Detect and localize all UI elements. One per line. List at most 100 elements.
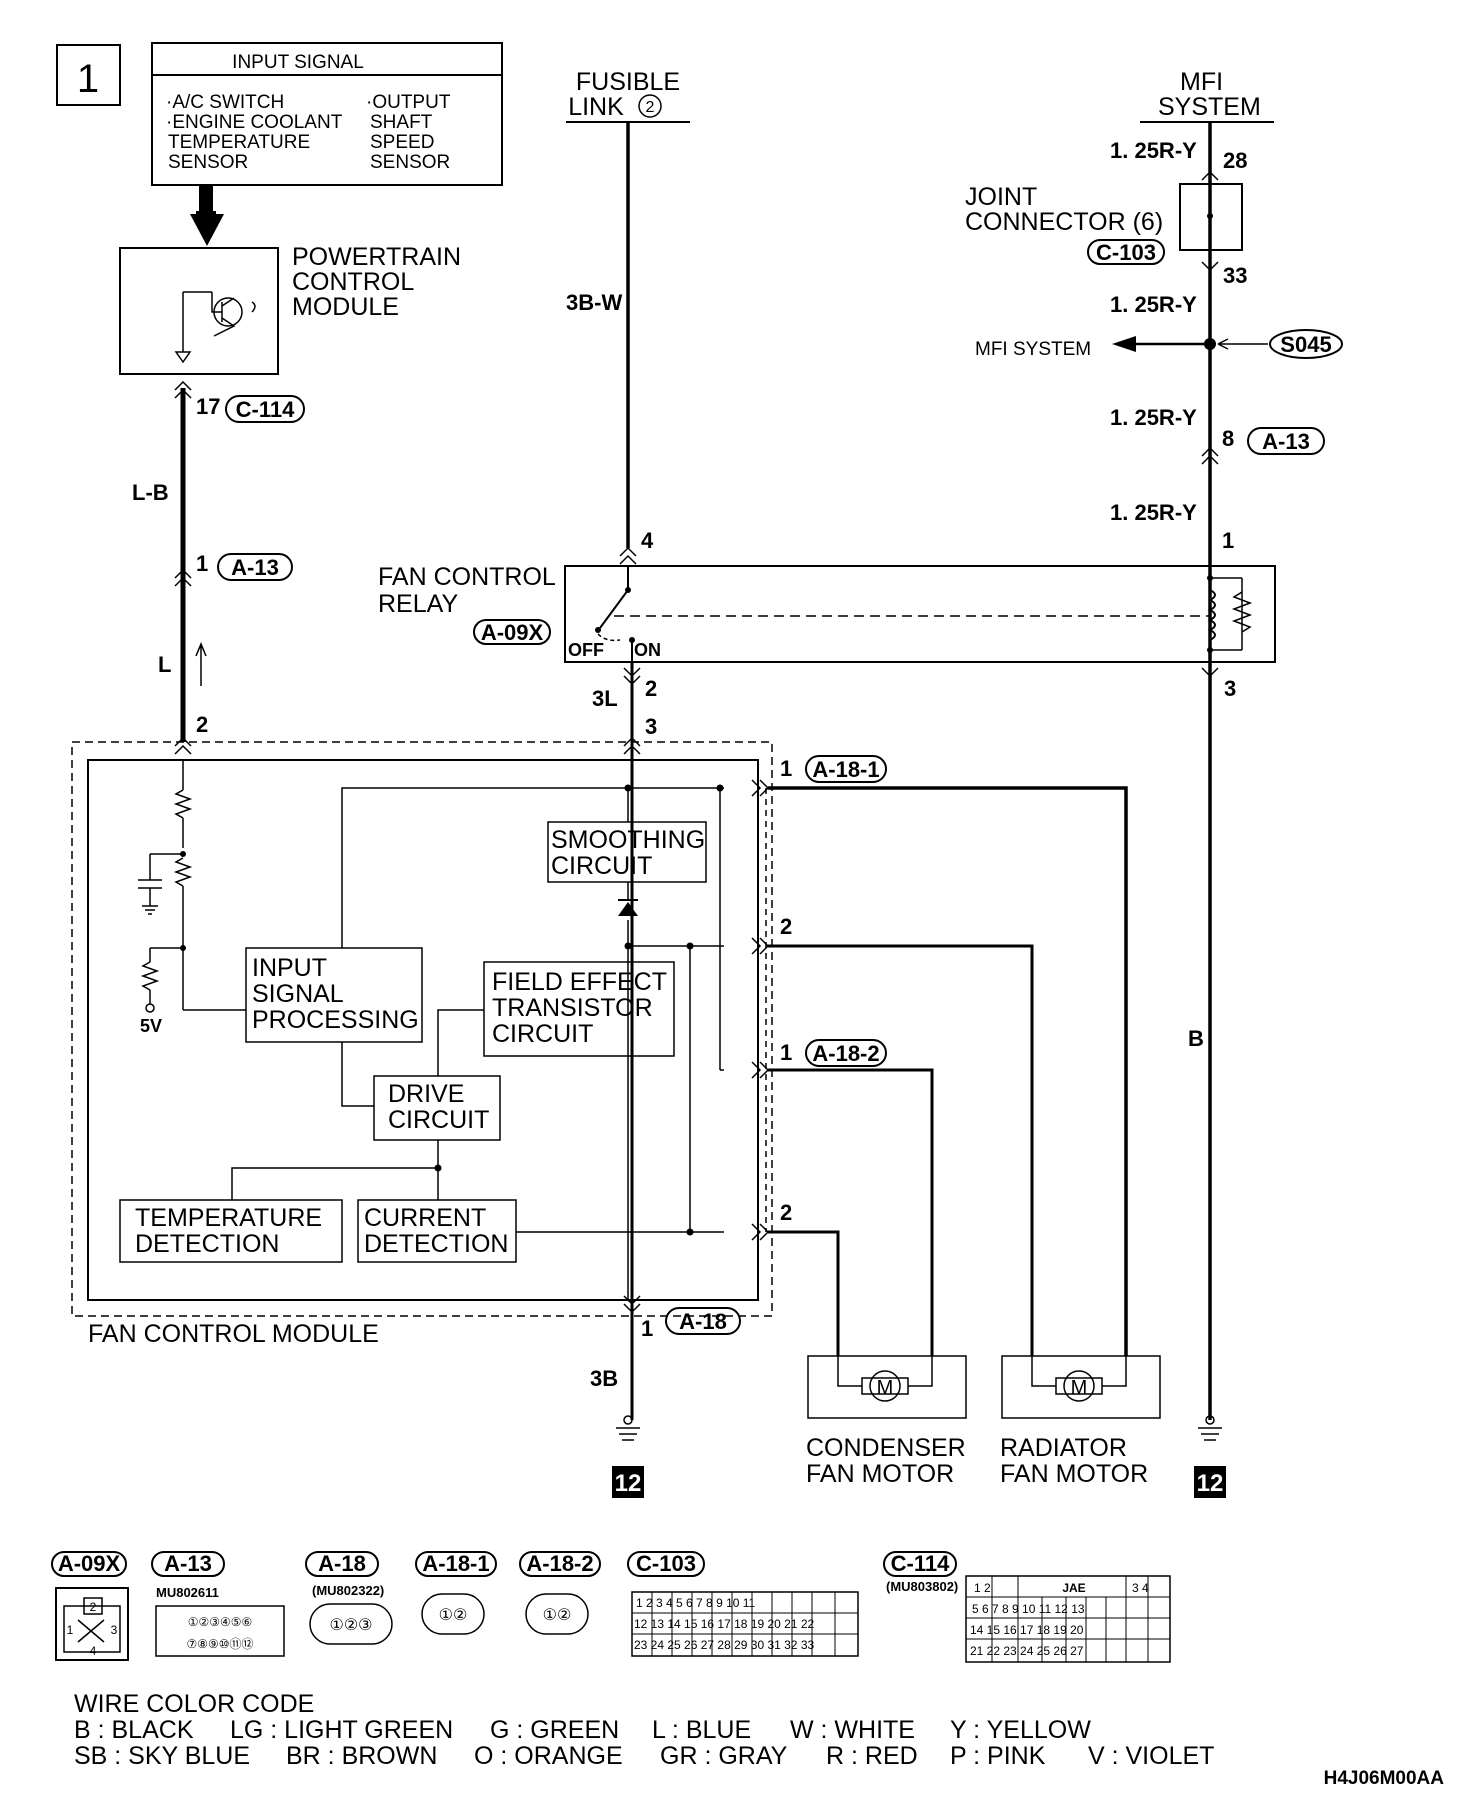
input-signal-item: ·ENGINE COOLANT	[166, 112, 343, 133]
ground-node	[1205, 1415, 1215, 1425]
input-signal-box: INPUT SIGNAL ·A/C SWITCH ·ENGINE COOLANT…	[151, 42, 503, 186]
page-number-box	[56, 44, 121, 106]
fan-module-label: FAN CONTROL MODULE	[88, 1320, 379, 1348]
connector-mark	[623, 736, 641, 755]
wire-code-entry: BR : BROWN	[286, 1742, 437, 1770]
wire-code-entry: V : VIOLET	[1088, 1742, 1214, 1770]
ground-ref-label: 12	[1197, 1470, 1224, 1497]
joint-connector-box	[1179, 183, 1243, 251]
relay-off-label: OFF	[568, 640, 604, 660]
current-detection-block	[357, 1199, 517, 1263]
condenser-fan-motor	[807, 1355, 967, 1419]
connector-mark	[1201, 667, 1219, 678]
fusible-link-label: FUSIBLE	[576, 68, 680, 96]
connector-badge-a182	[805, 1039, 887, 1067]
wire-code-entry: R : RED	[826, 1742, 918, 1770]
fusible-link-number: 2	[646, 99, 655, 116]
wire-code-entry: P : PINK	[950, 1742, 1046, 1770]
connector-view-a18: A-18 (MU802322) ①②③	[305, 1551, 393, 1645]
input-signal-item: TEMPERATURE	[168, 132, 310, 153]
input-processing-label: SIGNAL	[252, 980, 344, 1008]
signal-arrow	[195, 642, 207, 686]
ground-ref-badge	[1194, 1466, 1226, 1498]
connector-part-label: (MU802322)	[312, 1583, 384, 1598]
input-signal-item: SENSOR	[370, 152, 450, 173]
svg-text:12 13 14 15 16 17 18 19 20 21: 12 13 14 15 16 17 18 19 20 21 22	[634, 1617, 814, 1631]
connector-label: C-103	[1096, 240, 1156, 265]
fet-label: TRANSISTOR	[492, 994, 653, 1022]
node-dot	[686, 1228, 694, 1236]
wire-color-label: B	[1188, 1026, 1204, 1051]
splice-label: S045	[1280, 332, 1331, 357]
connector-label: C-114	[236, 397, 295, 422]
connector-badge-a09x	[473, 619, 551, 645]
pin-label: 2	[780, 1200, 792, 1225]
connector-view-a09x: A-09X 2 1 3 4	[51, 1551, 129, 1661]
drive-circuit-block	[373, 1075, 501, 1141]
wire-a182-2	[768, 1230, 840, 1356]
wire-a181-1	[768, 786, 1128, 1356]
svg-text:⑦⑧⑨⑩⑪⑫: ⑦⑧⑨⑩⑪⑫	[186, 1637, 253, 1651]
connector-view-a182: A-18-2 ①②	[519, 1551, 601, 1635]
smoothing-label: SMOOTHING	[551, 826, 705, 854]
radiator-label: RADIATOR	[1000, 1434, 1127, 1462]
wire-code-entry: O : ORANGE	[474, 1742, 623, 1770]
pcm-label: POWERTRAIN	[292, 243, 461, 271]
connector-mark	[623, 667, 641, 686]
connector-badge-c103	[1087, 239, 1165, 265]
connector-badge-a13	[217, 553, 293, 581]
connector-label: A-18-1	[812, 757, 879, 782]
svg-text:①②: ①②	[543, 1607, 572, 1624]
connector-jae-label: JAE	[1062, 1581, 1085, 1595]
connector-view-label: A-18-2	[526, 1551, 593, 1576]
joint-connector-label: JOINT	[965, 183, 1037, 211]
relay-coil	[1207, 566, 1253, 653]
pin-label: 1	[196, 551, 208, 576]
connector-label: A-09X	[481, 620, 544, 645]
input-signal-item: ·A/C SWITCH	[166, 92, 284, 113]
pin-label: 3	[645, 714, 657, 739]
pin-label: 1	[780, 1040, 792, 1065]
fusible-number-circle	[638, 94, 662, 118]
pcm-box	[119, 247, 279, 375]
pin-label: 3	[1224, 676, 1236, 701]
wire-color-label: 1. 25R-Y	[1110, 138, 1197, 163]
ground-node	[623, 1415, 633, 1425]
drive-label: CIRCUIT	[388, 1106, 489, 1134]
pin-label: 1	[641, 1316, 653, 1341]
module-input-network	[138, 760, 246, 1013]
input-signal-item: SPEED	[370, 132, 434, 153]
fusible-link-label: LINK	[568, 93, 624, 121]
wire-code-entry: G : GREEN	[490, 1716, 619, 1744]
fet-label: CIRCUIT	[492, 1020, 593, 1048]
svg-text:21 22 23 24 25 26 27: 21 22 23 24 25 26 27	[970, 1644, 1084, 1658]
splice-badge	[1269, 329, 1343, 359]
figure-code: H4J06M00AA	[1324, 1768, 1445, 1789]
input-signal-item: SHAFT	[370, 112, 433, 133]
node-dot	[716, 784, 724, 792]
fan-control-module-box	[87, 759, 759, 1301]
svg-text:23 24 25 26 27 28 29 30 31 32: 23 24 25 26 27 28 29 30 31 32 33	[634, 1638, 814, 1652]
connector-view-label: A-13	[164, 1551, 212, 1576]
pin-label: 2	[645, 676, 657, 701]
connector-mark	[1201, 170, 1219, 181]
connector-mark	[174, 568, 192, 587]
relay-label: FAN CONTROL	[378, 563, 556, 591]
connector-view-c114: C-114 (MU803802) JAE 1 2 3 4 5 6 7 8 9 1…	[883, 1551, 1171, 1663]
input-processing-label: INPUT	[252, 954, 327, 982]
fet-label: FIELD EFFECT	[492, 968, 667, 996]
joint-dot	[1207, 213, 1213, 219]
temperature-label: TEMPERATURE	[135, 1204, 322, 1232]
svg-text:14 15 16 17 18 19 20: 14 15 16 17 18 19 20	[970, 1623, 1084, 1637]
connector-view-a181: A-18-1 ①②	[415, 1551, 497, 1635]
mfi-branch-label: MFI SYSTEM	[975, 339, 1091, 360]
wire-a182-1	[768, 1068, 934, 1356]
radiator-fan-motor	[1001, 1355, 1161, 1419]
wire-code-entry: Y : YELLOW	[950, 1716, 1091, 1744]
pin-label: 4	[641, 528, 654, 553]
wire-color-label: L	[158, 652, 171, 677]
drive-label: DRIVE	[388, 1080, 464, 1108]
pin-label: 17	[196, 394, 220, 419]
wire-color-label: 1. 25R-Y	[1110, 500, 1197, 525]
input-arrow-head	[190, 214, 224, 246]
